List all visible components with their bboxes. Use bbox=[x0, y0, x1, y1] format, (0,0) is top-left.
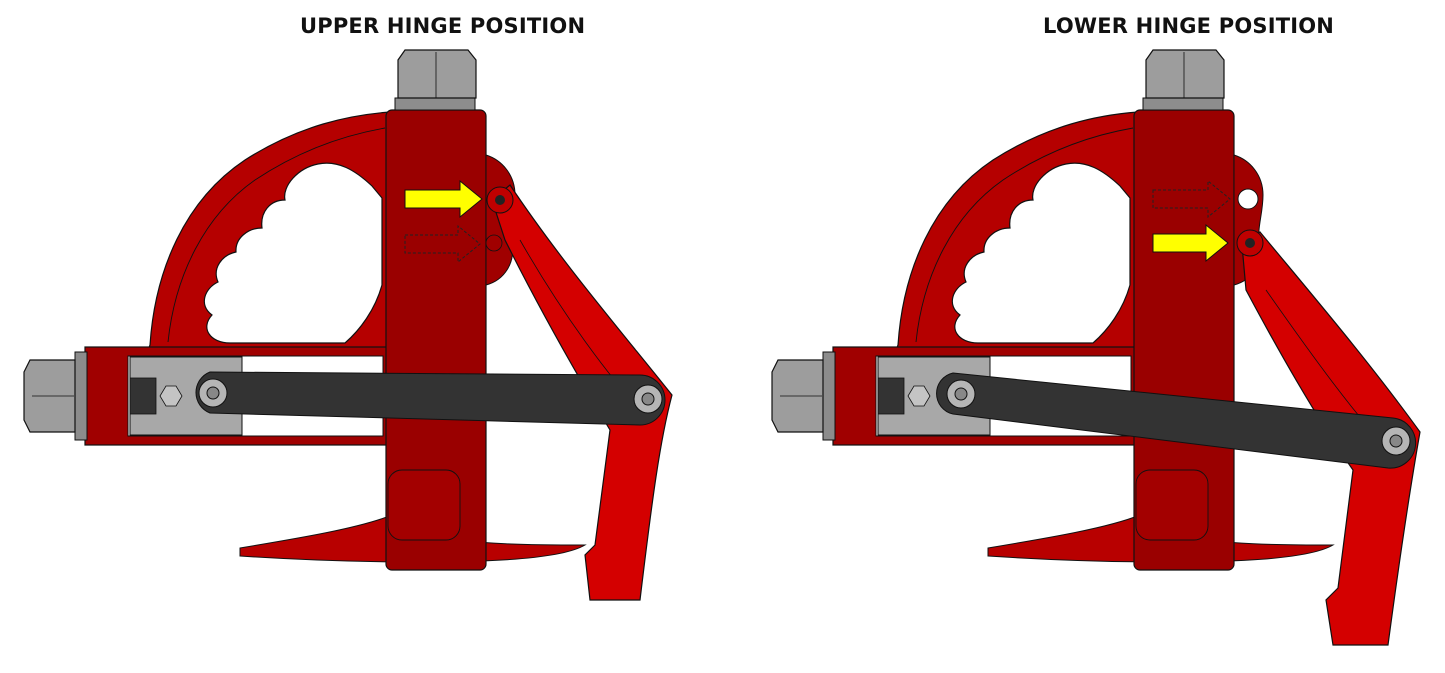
lower-panel-title: LOWER HINGE POSITION bbox=[1043, 14, 1335, 38]
upper-hinge-tool bbox=[23, 49, 673, 601]
tool-body bbox=[771, 49, 1334, 571]
tool-body bbox=[23, 49, 586, 571]
upper-hinge-hole bbox=[1237, 188, 1259, 210]
swing-jaw bbox=[1241, 231, 1421, 646]
inactive-hinge-arrow-icon bbox=[404, 224, 481, 264]
swing-jaw bbox=[491, 184, 673, 601]
upper-panel-title: UPPER HINGE POSITION bbox=[300, 14, 586, 38]
connecting-arm bbox=[936, 372, 1417, 469]
active-hinge-arrow-icon bbox=[404, 179, 483, 219]
hinge-pin-icon bbox=[1245, 238, 1255, 248]
lower-hinge-hole bbox=[485, 234, 503, 252]
connecting-arm bbox=[195, 371, 666, 426]
active-hinge-arrow-icon bbox=[1152, 223, 1229, 263]
hinge-pin-icon bbox=[495, 195, 505, 205]
lower-hinge-tool bbox=[771, 49, 1421, 646]
inactive-hinge-arrow-icon bbox=[1152, 179, 1231, 219]
